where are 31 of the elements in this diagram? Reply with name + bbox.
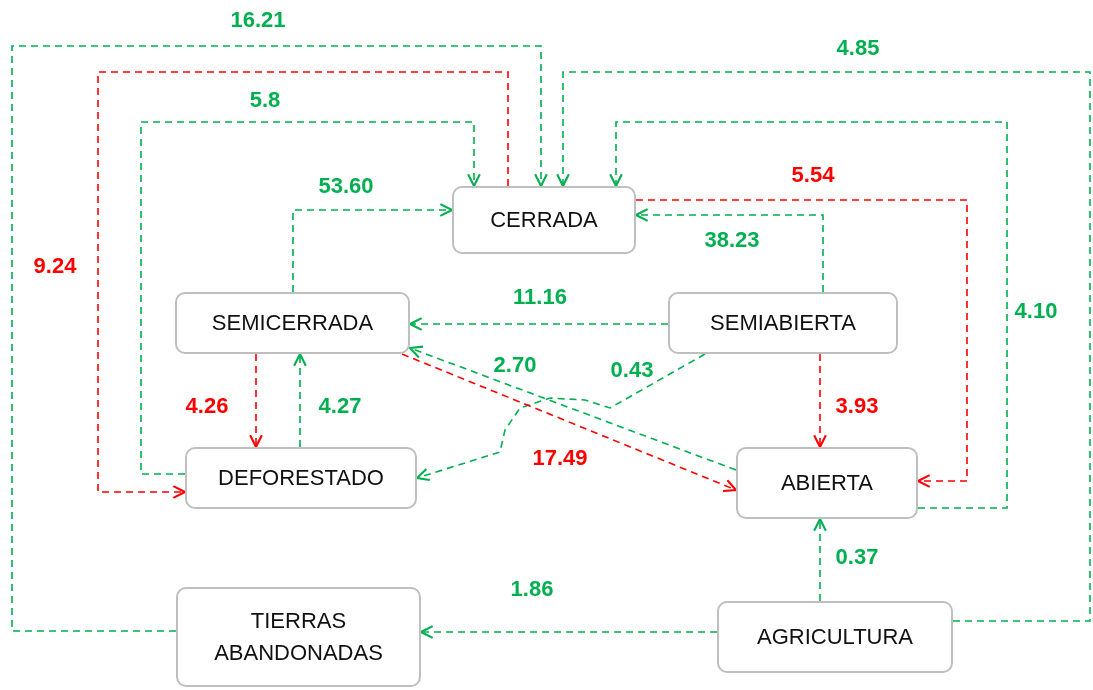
arrow [408,317,669,331]
state-box [736,447,918,519]
node-label: AGRICULTURA [756,623,914,652]
arrow [249,353,263,449]
arrow [408,345,737,471]
arrow [813,353,827,449]
arrow [401,353,738,493]
state-box [176,587,421,687]
node-label: DEFORESTADO [218,464,384,493]
node-label: SEMICERRADA [211,309,374,338]
node-label: TIERRAS ABANDONADAS [213,607,384,667]
arrow [634,208,824,293]
arrow [556,71,1091,622]
arrow [635,199,968,488]
node-label: ABIERTA [780,469,874,498]
node-label: SEMIABIERTA [710,309,856,338]
arrow [97,71,509,499]
node-label: CERRADA [490,206,598,235]
arrow [292,203,454,293]
arrow [293,352,307,448]
state-box [668,292,898,354]
state-box [185,447,417,509]
arrow [415,353,706,482]
state-box [717,601,953,673]
arrow [609,121,1008,509]
state-box [175,292,410,354]
arrow [11,45,548,632]
state-box [452,186,636,254]
arrow [813,517,827,602]
arrow [419,625,718,639]
arrow [140,121,481,475]
